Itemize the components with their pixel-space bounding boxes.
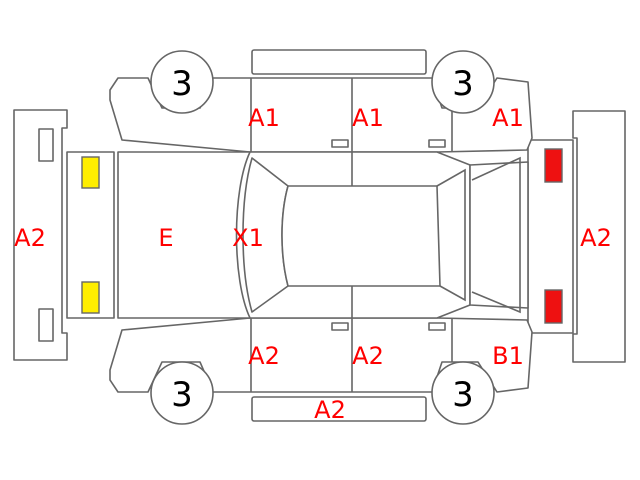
right-rear-handle	[428, 322, 446, 331]
wheel-rear-left-circle	[431, 50, 495, 114]
label-rear-right-door: A2	[352, 342, 384, 370]
wheel-front-left-label: 3	[171, 64, 193, 104]
label-front-left-door: A1	[248, 104, 280, 132]
label-right-rocker: A2	[314, 396, 346, 424]
label-rear-bumper: A2	[580, 224, 612, 252]
headlight-left	[81, 156, 100, 189]
label-rear-left-door: A1	[352, 104, 384, 132]
label-front-bumper: A2	[14, 224, 46, 252]
rear-window	[436, 168, 466, 302]
label-rear-left-fender: A1	[492, 104, 524, 132]
front-bumper-vent-bottom	[38, 308, 54, 342]
wheel-rear-right-label: 3	[452, 375, 474, 415]
roof	[281, 185, 441, 287]
label-front-right-door: A2	[248, 342, 280, 370]
label-hood: E	[158, 224, 173, 252]
right-front-handle	[331, 322, 349, 331]
taillight-left	[544, 148, 563, 183]
wheel-front-left: 3	[150, 50, 214, 114]
wheel-rear-right: 3	[431, 361, 495, 425]
left-rocker-strip	[251, 49, 427, 75]
taillight-right	[544, 289, 563, 324]
wheel-front-right-label: 3	[171, 375, 193, 415]
wheel-rear-left: 3	[431, 50, 495, 114]
wheel-rear-left-label: 3	[452, 64, 474, 104]
left-rear-handle	[428, 139, 446, 148]
wheel-front-right-circle	[150, 361, 214, 425]
left-front-handle	[331, 139, 349, 148]
label-rear-right-fender: B1	[492, 342, 524, 370]
trunk-inner	[471, 156, 521, 314]
rear-bumper	[572, 110, 626, 363]
front-bumper-vent-top	[38, 128, 54, 162]
wheel-front-right: 3	[150, 361, 214, 425]
label-windshield: X1	[232, 224, 264, 252]
front-bumper	[13, 109, 68, 361]
right-rocker-strip	[251, 396, 427, 422]
wheel-front-left-circle	[150, 50, 214, 114]
headlight-right	[81, 281, 100, 314]
wheel-rear-right-circle	[431, 361, 495, 425]
